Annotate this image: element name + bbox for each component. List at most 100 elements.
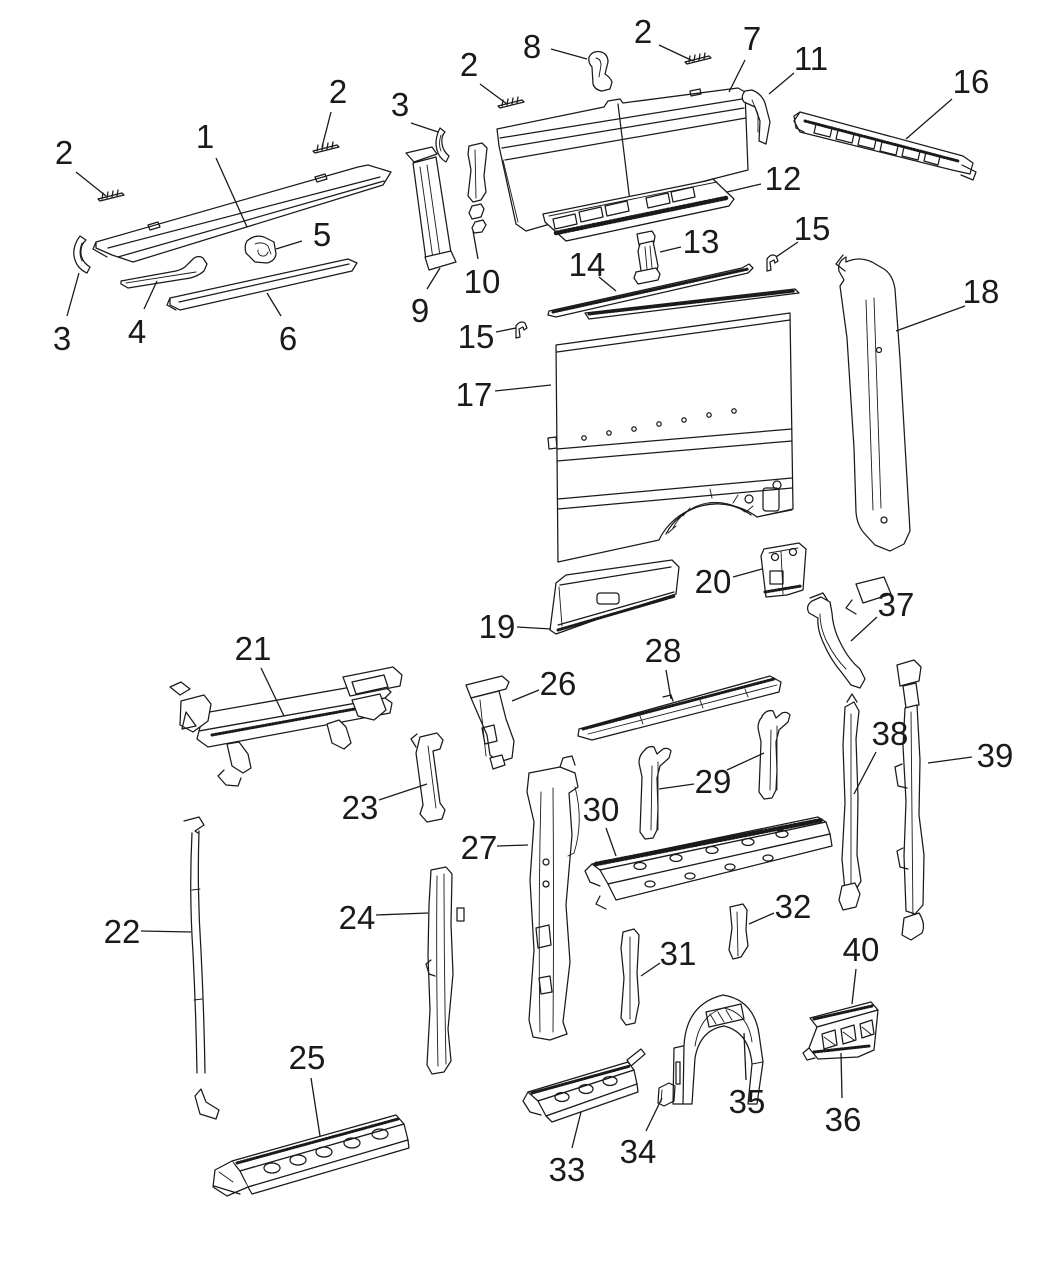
callout-number-21[interactable]: 21 (235, 630, 272, 667)
callout-number-32[interactable]: 32 (775, 888, 812, 925)
callout-number-11[interactable]: 11 (794, 40, 828, 77)
callout-number-20[interactable]: 20 (695, 563, 732, 600)
callout-number-40[interactable]: 40 (843, 931, 880, 968)
callout-25[interactable]: 25 (289, 1039, 326, 1137)
callout-number-30[interactable]: 30 (583, 791, 620, 828)
callout-7[interactable]: 7 (728, 20, 761, 93)
callout-24[interactable]: 24 (339, 899, 429, 936)
callout-28[interactable]: 28 (645, 632, 682, 700)
callout-21[interactable]: 21 (235, 630, 285, 717)
callout-40[interactable]: 40 (843, 931, 880, 1005)
callout-number-18[interactable]: 18 (963, 273, 1000, 310)
callout-number-8[interactable]: 8 (523, 28, 541, 65)
callout-12[interactable]: 12 (726, 160, 802, 197)
callout-number-26[interactable]: 26 (540, 665, 577, 702)
callout-3[interactable]: 3 (53, 272, 80, 357)
callout-number-2[interactable]: 2 (634, 13, 652, 50)
callout-number-2[interactable]: 2 (460, 46, 478, 83)
leader-line-8 (550, 48, 588, 60)
callout-number-6[interactable]: 6 (279, 320, 297, 357)
callout-31[interactable]: 31 (640, 935, 697, 977)
callout-22[interactable]: 22 (104, 913, 192, 950)
callout-2[interactable]: 2 (55, 134, 107, 197)
part-bracket-13 (633, 230, 661, 285)
callout-number-10[interactable]: 10 (464, 263, 501, 300)
callout-number-15[interactable]: 15 (458, 318, 495, 355)
callout-29[interactable]: 29 (658, 752, 765, 800)
leader-line-2 (321, 111, 332, 148)
callout-6[interactable]: 6 (266, 292, 297, 357)
callout-2[interactable]: 2 (321, 73, 347, 148)
part-lower-panel-19 (549, 559, 680, 635)
callout-number-3[interactable]: 3 (391, 86, 409, 123)
callout-14[interactable]: 14 (569, 246, 617, 292)
part-strip-14 (547, 263, 754, 318)
callout-number-2[interactable]: 2 (55, 134, 73, 171)
callout-37[interactable]: 37 (850, 586, 915, 642)
callout-17[interactable]: 17 (456, 376, 552, 413)
callout-26[interactable]: 26 (511, 665, 577, 702)
callout-3[interactable]: 3 (391, 86, 439, 133)
callout-number-15[interactable]: 15 (794, 210, 831, 247)
callout-number-38[interactable]: 38 (872, 715, 909, 752)
callout-27[interactable]: 27 (461, 829, 529, 866)
callout-19[interactable]: 19 (479, 608, 552, 645)
callout-number-12[interactable]: 12 (765, 160, 802, 197)
callout-number-29[interactable]: 29 (695, 763, 732, 800)
callout-number-24[interactable]: 24 (339, 899, 376, 936)
callout-number-35[interactable]: 35 (729, 1083, 766, 1120)
callout-number-37[interactable]: 37 (878, 586, 915, 623)
callout-number-33[interactable]: 33 (549, 1151, 586, 1188)
leader-line-3 (66, 272, 80, 317)
callout-number-3[interactable]: 3 (53, 320, 71, 357)
callout-number-36[interactable]: 36 (825, 1101, 862, 1138)
callout-15[interactable]: 15 (458, 318, 517, 355)
callout-30[interactable]: 30 (583, 791, 620, 857)
callout-23[interactable]: 23 (342, 783, 428, 826)
leader-line-24 (375, 912, 429, 916)
callout-number-7[interactable]: 7 (743, 20, 761, 57)
callout-number-28[interactable]: 28 (645, 632, 682, 669)
callout-number-16[interactable]: 16 (953, 63, 990, 100)
callout-number-17[interactable]: 17 (456, 376, 493, 413)
callout-number-31[interactable]: 31 (660, 935, 697, 972)
callout-number-25[interactable]: 25 (289, 1039, 326, 1076)
callout-number-2[interactable]: 2 (329, 73, 347, 110)
callout-38[interactable]: 38 (853, 715, 909, 795)
callout-35[interactable]: 35 (729, 1032, 766, 1120)
callout-number-22[interactable]: 22 (104, 913, 141, 950)
callout-18[interactable]: 18 (895, 273, 1000, 332)
callout-number-27[interactable]: 27 (461, 829, 498, 866)
callout-2[interactable]: 2 (460, 46, 508, 105)
callout-number-34[interactable]: 34 (620, 1133, 657, 1170)
callout-11[interactable]: 11 (768, 40, 828, 95)
callout-32[interactable]: 32 (748, 888, 812, 925)
callout-36[interactable]: 36 (825, 1052, 862, 1138)
callout-number-9[interactable]: 9 (411, 292, 429, 329)
callout-10[interactable]: 10 (464, 230, 501, 300)
callout-number-13[interactable]: 13 (683, 223, 720, 260)
callout-13[interactable]: 13 (659, 223, 720, 260)
callout-4[interactable]: 4 (128, 280, 158, 350)
callout-9[interactable]: 9 (411, 267, 441, 329)
callout-39[interactable]: 39 (927, 737, 1014, 774)
callout-16[interactable]: 16 (905, 63, 990, 140)
callout-number-39[interactable]: 39 (977, 737, 1014, 774)
callout-2[interactable]: 2 (634, 13, 694, 62)
callout-20[interactable]: 20 (695, 563, 763, 600)
callout-number-5[interactable]: 5 (313, 216, 331, 253)
leader-line-35 (743, 1032, 747, 1081)
callout-15[interactable]: 15 (775, 210, 831, 258)
callout-number-23[interactable]: 23 (342, 789, 379, 826)
callout-number-19[interactable]: 19 (479, 608, 516, 645)
callout-number-4[interactable]: 4 (128, 313, 146, 350)
callout-33[interactable]: 33 (549, 1111, 586, 1188)
callout-number-1[interactable]: 1 (196, 118, 214, 155)
callout-number-14[interactable]: 14 (569, 246, 606, 283)
part-header-16 (793, 111, 977, 181)
callout-1[interactable]: 1 (196, 118, 248, 228)
callout-8[interactable]: 8 (523, 28, 588, 65)
callout-34[interactable]: 34 (620, 1097, 663, 1170)
callout-5[interactable]: 5 (275, 216, 331, 253)
